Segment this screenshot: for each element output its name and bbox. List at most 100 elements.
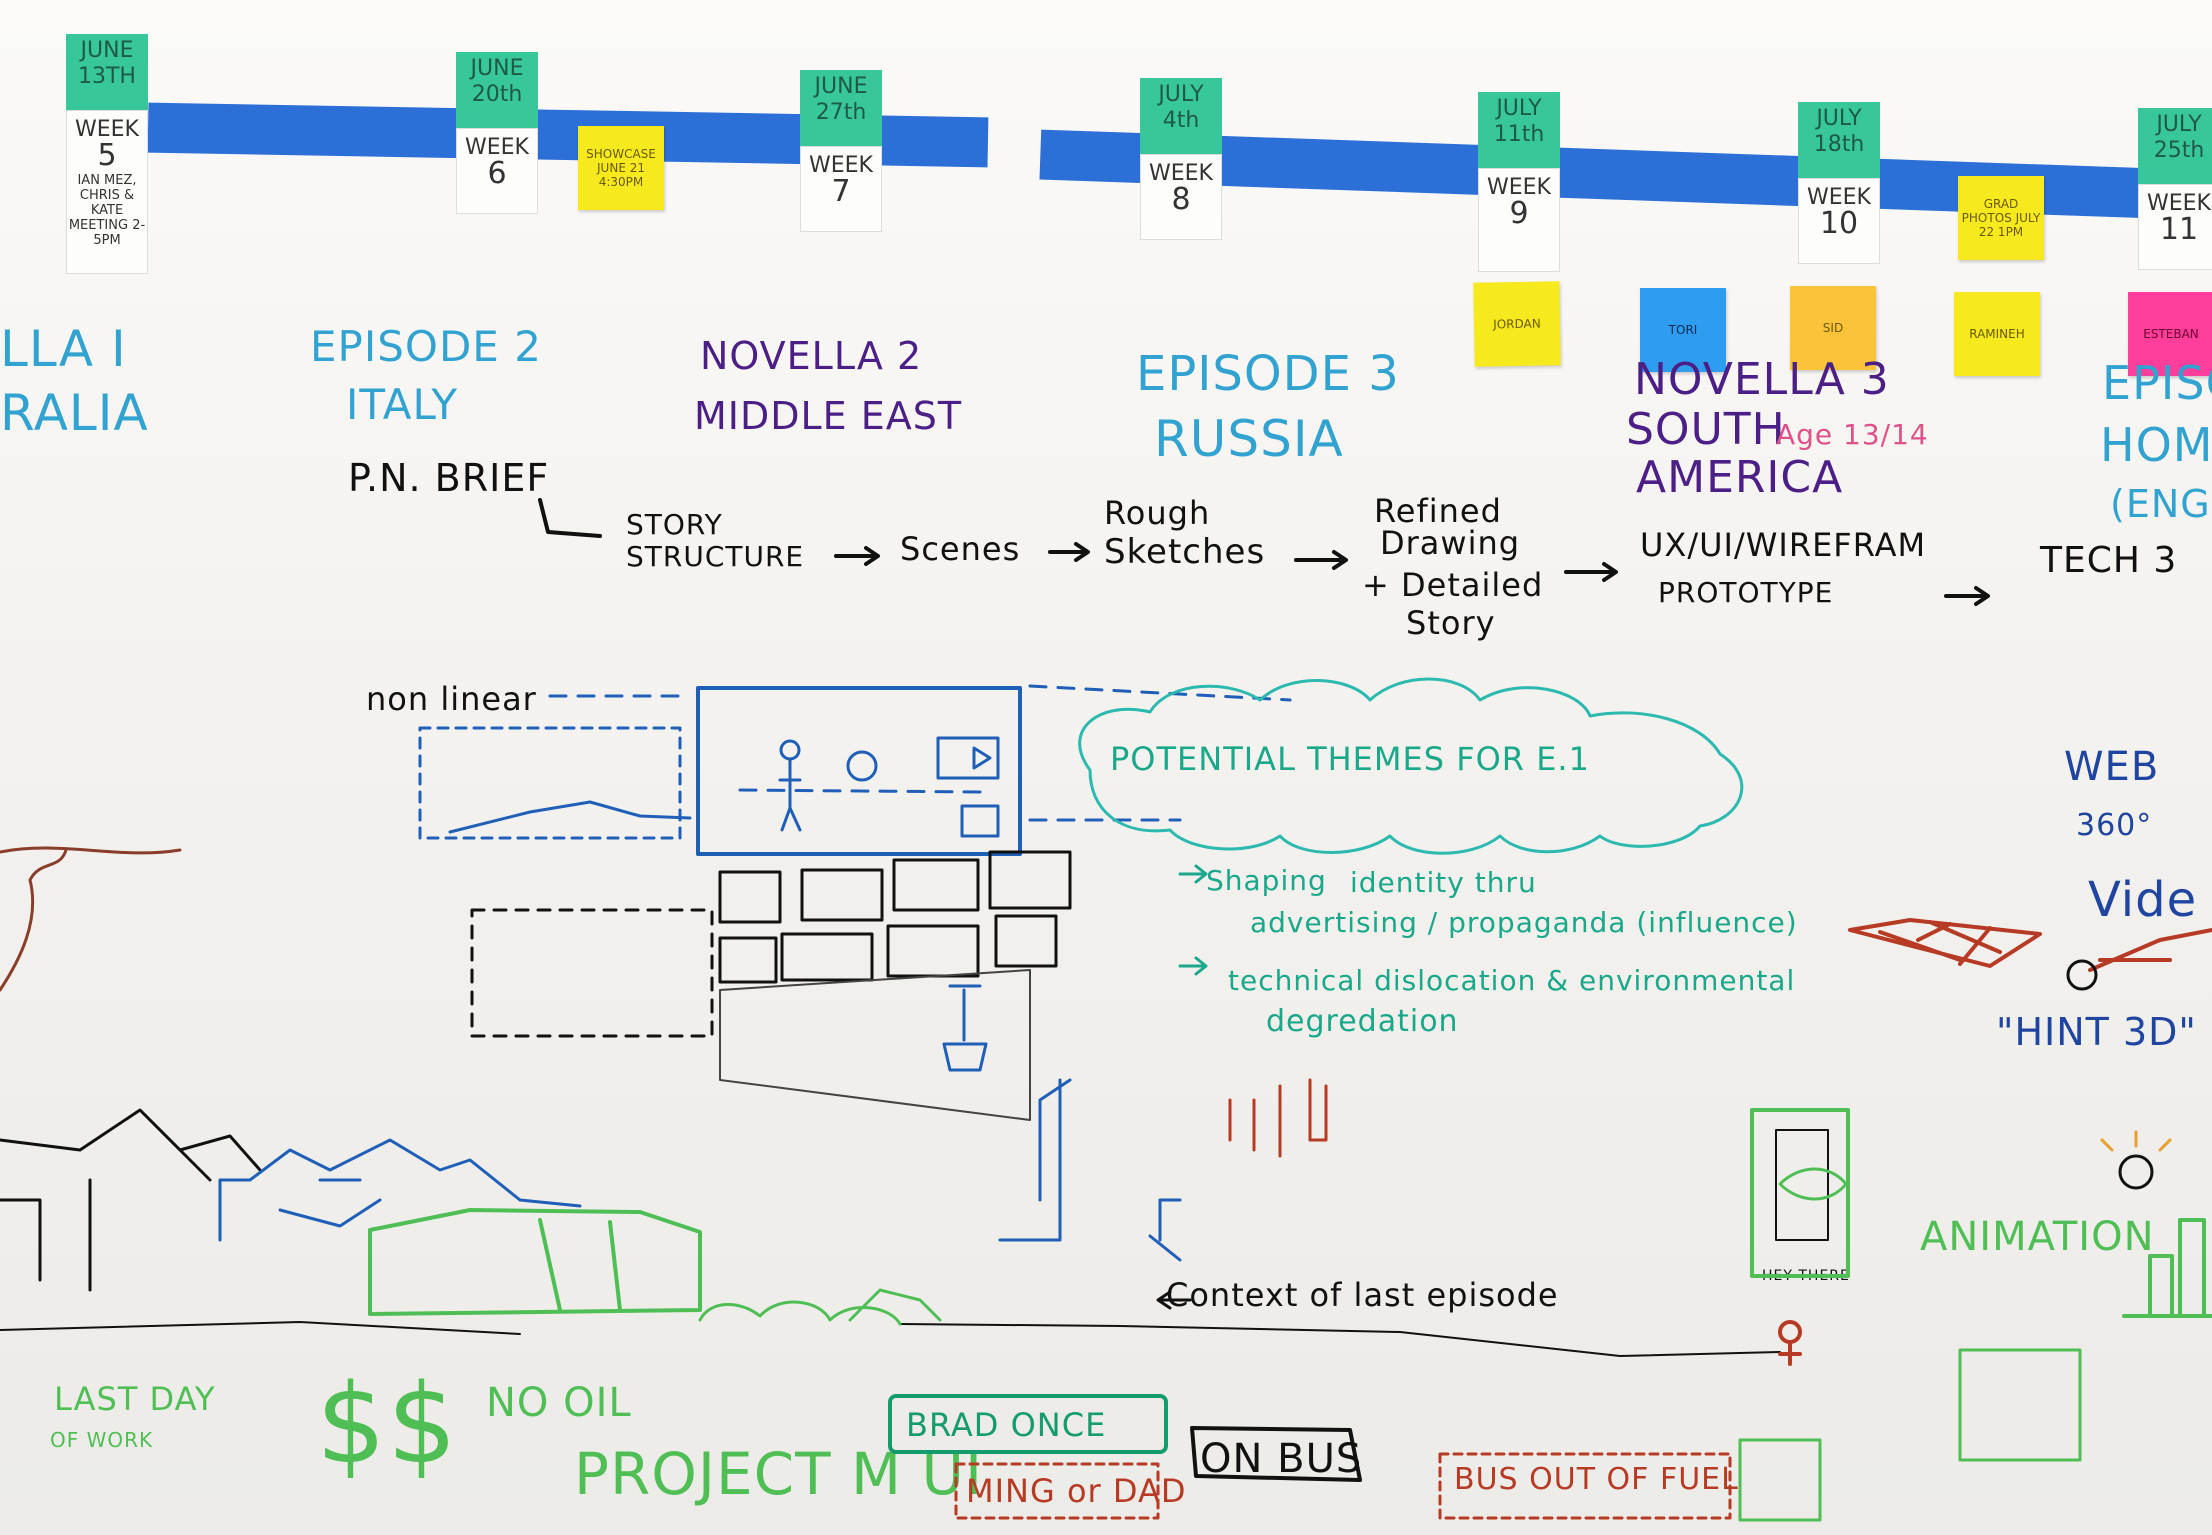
theme-2b: degredation [1266,1004,1459,1039]
novella-3-age: Age 13/14 [1776,418,1929,451]
process-ux: UX/UI/WIREFRAM [1640,526,1927,564]
on-bus-label: ON BUS [1200,1436,1363,1482]
process-prototype: PROTOTYPE [1658,576,1834,609]
red-building-sketch [1228,1078,1328,1158]
episode-4-title: EPISO [2102,356,2212,410]
no-oil-label: NO OIL [486,1380,632,1426]
themes-title: POTENTIAL THEMES FOR E.1 [1110,740,1590,778]
context-arrow [1156,1290,1192,1310]
novella-3-subtitle: SOUTH [1626,404,1786,455]
of-work-label: OF WORK [50,1428,154,1452]
sketch-panel-6 [780,932,874,982]
theme-arrow-2 [1178,956,1208,976]
female-symbol-cross [1778,1340,1802,1366]
sketch-panel-1 [718,870,782,924]
lightbulb-icon [2118,1154,2154,1190]
map-coast [0,846,182,992]
arrow-proto-tech [1944,586,1990,606]
play-icon [972,746,992,770]
novella-2-title: NOVELLA 2 [700,334,923,378]
sticky-ramineh: RAMINEH [1954,292,2040,376]
zoom-icon [2066,959,2098,991]
week5-meeting-note: IAN MEZ, CHRIS & KATE MEETING 2-5PM [68,173,146,248]
ming-or-dad-label: MING or DAD [966,1472,1187,1510]
animation-label: ANIMATION [1920,1214,2155,1260]
theme-1a: Shaping [1206,864,1327,897]
sketch-panel-4 [988,850,1072,910]
tower [942,984,988,1072]
episode-2-title: EPISODE 2 [310,322,542,371]
brad-once-box [888,1394,1168,1454]
sticky-showcase: SHOWCASE JUNE 21 4:30PM [578,126,664,210]
landscape-line [448,800,692,834]
dash-line [548,684,1292,822]
eye-icon [1778,1167,1848,1201]
theme-1b: identity thru [1350,866,1537,899]
dollars-label: $$ [316,1360,458,1488]
hint-3d-label: "HINT 3D" [1996,1010,2197,1054]
process-story-1: STORY [626,508,723,541]
arrow-story-scenes [834,546,880,566]
sketch-panel-8 [994,914,1058,968]
figure-head [779,739,801,761]
arrow-scenes-rough [1048,542,1090,562]
episode-1-title: LLA I [0,320,127,378]
play-button-box [936,736,1000,780]
eye-poster-inner [1775,1129,1829,1241]
non-linear-label: non linear [366,680,537,718]
themes-cloud [1078,677,1744,855]
novella-3-subtitle-2: AMERICA [1636,452,1844,503]
theme-2a: technical dislocation & environmental [1228,964,1796,997]
buildings-blue [998,1078,1182,1262]
ming-or-dad-box [954,1462,1160,1520]
deg-label: 360° [2076,808,2153,843]
process-rough-1: Rough [1104,494,1211,532]
bus-out-of-fuel-label: BUS OUT OF FUEL [1454,1462,1739,1497]
novella-3-title: NOVELLA 3 [1634,354,1890,405]
process-refined-3: + Detailed [1362,566,1544,604]
episode-4-subtitle-2: (ENGL [2110,482,2212,526]
tower-sketch [719,969,1031,1121]
sticky-tori: TORI [1640,288,1726,372]
episode-3-title: EPISODE 3 [1136,346,1400,402]
sketch-panel-5 [718,936,778,984]
process-story-2: STRUCTURE [626,540,805,573]
hint-3d-grid [1848,918,2042,968]
episode-1-subtitle: RALIA [0,384,149,442]
green-bushes [698,1288,942,1326]
female-symbol [1778,1320,1802,1344]
ground-line [0,1321,1781,1357]
process-rough-2: Sketches [1104,532,1266,572]
arrow-brief [538,498,602,538]
arrow-rough-refined [1294,550,1348,570]
on-bus-box [1190,1426,1362,1482]
process-scenes: Scenes [900,530,1021,568]
context-label: Context of last episode [1166,1276,1559,1314]
novella-2-subtitle: MIDDLE EAST [694,394,963,438]
green-box-bottom [1738,1348,2082,1522]
green-bar-chart [2122,1218,2212,1318]
sketch-panel-3 [892,858,980,912]
process-refined-2: Drawing [1380,524,1521,562]
green-building [368,1208,702,1316]
process-refined-4: Story [1406,604,1496,642]
web-label: WEB [2064,744,2160,790]
storyboard-small [418,726,682,840]
theme-arrow-1 [1178,864,1208,884]
sticky-grad-photos: GRAD PHOTOS JULY 22 1PM [1958,176,2044,260]
sketch-panel-2 [800,868,884,922]
episode-4-subtitle: HOME [2100,418,2212,472]
brad-once-label: BRAD ONCE [906,1406,1107,1444]
episode-3-subtitle: RUSSIA [1154,410,1344,468]
houses-blue [218,1138,582,1242]
sticky-esteban: ESTEBAN [2128,292,2212,376]
arrow-refined-ux [1564,562,1618,582]
